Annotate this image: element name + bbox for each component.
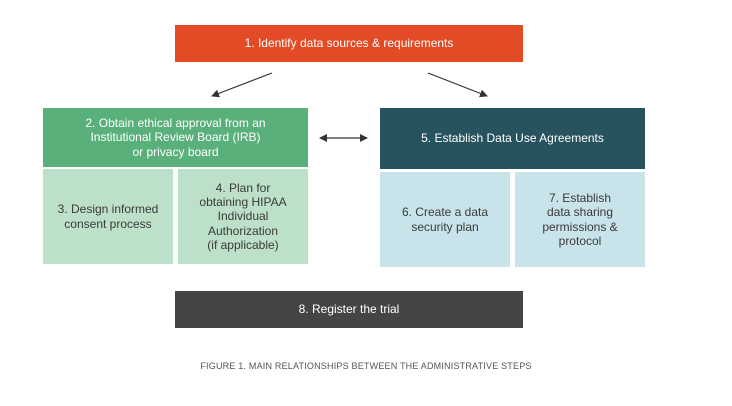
step-1-label: 1. Identify data sources & requirements	[244, 36, 454, 51]
arrow-step1-to-step2	[211, 72, 273, 98]
step-6-label: 6. Create a data security plan	[401, 205, 489, 234]
step-3-box: 3. Design informed consent process	[43, 169, 173, 264]
step-7-label: 7. Establish data sharing permissions & …	[542, 190, 618, 248]
step-2-box: 2. Obtain ethical approval from an Insti…	[43, 108, 308, 167]
step-3-label: 3. Design informed consent process	[57, 202, 159, 231]
step-4-label: 4. Plan for obtaining HIPAA Individual A…	[199, 180, 287, 253]
step-6-box: 6. Create a data security plan	[380, 172, 510, 267]
step-7-box: 7. Establish data sharing permissions & …	[515, 172, 645, 267]
step-2-label: 2. Obtain ethical approval from an Insti…	[85, 115, 266, 159]
figure-caption: FIGURE 1. MAIN RELATIONSHIPS BETWEEN THE…	[200, 361, 532, 371]
step-8-box: 8. Register the trial	[175, 291, 523, 328]
step-5-label: 5. Establish Data Use Agreements	[421, 131, 604, 146]
step-5-box: 5. Establish Data Use Agreements	[380, 108, 645, 169]
arrow-step1-to-step5	[427, 72, 488, 98]
step-8-label: 8. Register the trial	[298, 302, 400, 317]
step-4-box: 4. Plan for obtaining HIPAA Individual A…	[178, 169, 308, 264]
step-1-box: 1. Identify data sources & requirements	[175, 25, 523, 62]
